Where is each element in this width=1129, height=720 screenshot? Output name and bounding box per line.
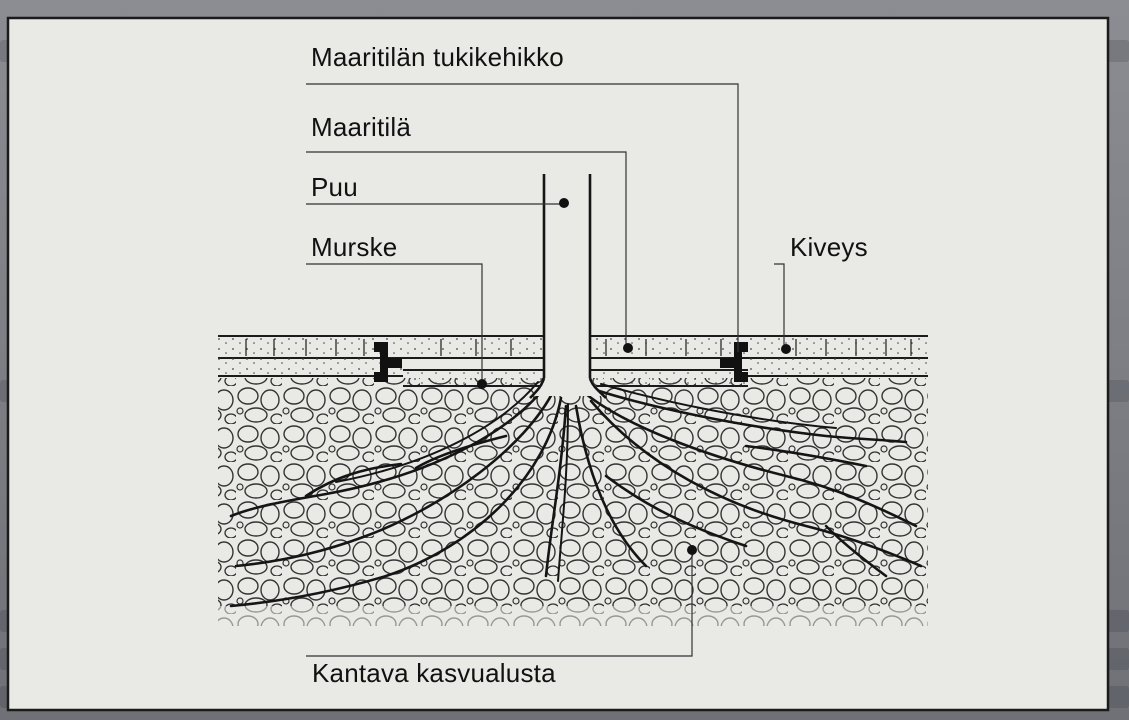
label-growth-medium: Kantava kasvualusta [308,658,560,689]
soil-area [218,378,928,626]
label-paving: Kiveys [790,232,868,263]
label-tree: Puu [311,172,358,203]
label-grate: Maaritilä [311,112,411,143]
tree-grate-diagram: Maaritilän tukikehikko Maaritilä Puu Mur… [6,6,1123,715]
label-grate-frame: Maaritilän tukikehikko [311,42,564,73]
label-crushed-stone: Murske [311,232,397,263]
